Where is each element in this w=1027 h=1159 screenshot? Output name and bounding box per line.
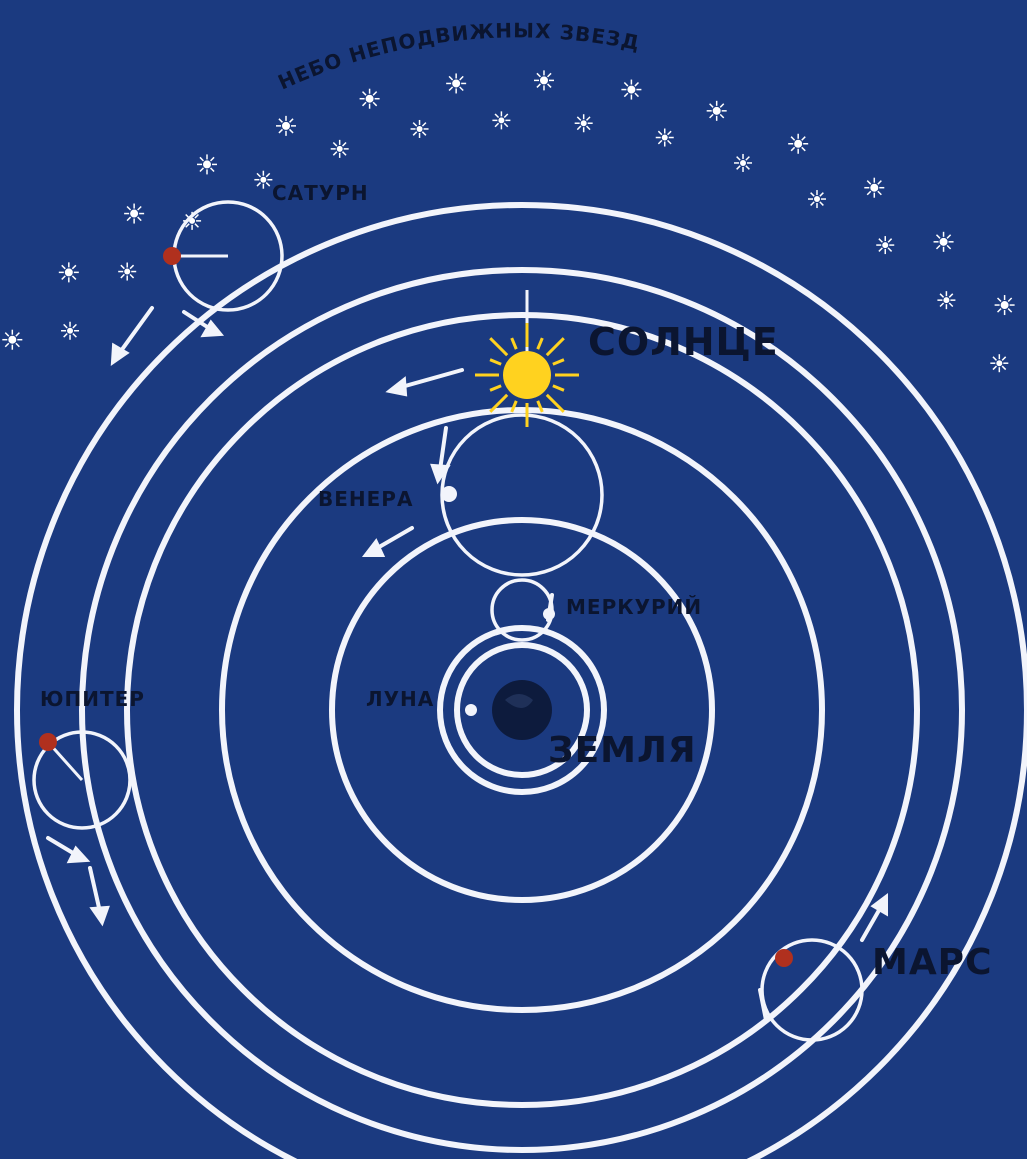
star-icon: [410, 119, 429, 138]
arrow-mars-epicycle-path: [758, 988, 768, 1022]
arrow-head-icon: [66, 845, 91, 864]
star-icon: [937, 291, 956, 310]
star-icon: [492, 111, 511, 130]
star-icon: [621, 79, 642, 100]
mars-orbit: [124, 312, 920, 1108]
mercury-label: МЕРКУРИЙ: [566, 595, 702, 619]
moon-marker: [465, 704, 477, 716]
motion-arrows: [46, 306, 888, 1022]
sun-label: СОЛНЦЕ: [588, 320, 779, 364]
saturn-marker: [163, 247, 181, 265]
mercury-orbit: [437, 625, 607, 795]
mars-marker: [775, 949, 793, 967]
arrow-head-icon: [430, 463, 451, 485]
star-icon: [359, 88, 380, 109]
sun-icon: [475, 290, 579, 427]
mars-label: МАРС: [872, 942, 993, 983]
arrow-saturn-path: [116, 306, 154, 357]
venus-label: ВЕНЕРА: [318, 487, 413, 511]
arrow-venus-lower-path: [372, 526, 414, 552]
star-icon: [2, 329, 23, 350]
star-icon: [254, 170, 273, 189]
star-icon: [118, 262, 137, 281]
arrow-sun-path: [396, 368, 464, 390]
star-icon: [864, 177, 885, 198]
star-icon: [61, 321, 80, 340]
orbit-rings: [14, 202, 1027, 1159]
star-icon: [808, 190, 826, 209]
arrow-head-icon: [200, 319, 225, 338]
fixed-stars-sphere: [2, 70, 1015, 373]
star-icon: [58, 262, 79, 283]
star-icon: [788, 133, 809, 154]
star-icon: [706, 100, 727, 121]
star-icon: [994, 295, 1015, 316]
mercury-marker: [543, 608, 555, 620]
arrow-head-icon: [870, 893, 888, 917]
jupiter-label: ЮПИТЕР: [40, 687, 145, 711]
star-icon: [655, 128, 674, 147]
moon-label: ЛУНА: [366, 687, 434, 711]
star-icon: [330, 139, 349, 158]
arrow-head-icon: [361, 538, 386, 557]
star-icon: [990, 354, 1009, 373]
star-icon: [876, 236, 895, 255]
earth-label: ЗЕМЛЯ: [548, 730, 697, 771]
arrow-venus-path: [438, 426, 448, 472]
jupiter-epicycle: [32, 730, 132, 830]
arrow-head-icon: [385, 376, 408, 397]
star-icon: [533, 70, 554, 91]
star-icon: [197, 154, 217, 175]
star-icon: [124, 203, 145, 224]
star-icon: [933, 231, 954, 252]
moon-orbit: [454, 642, 590, 778]
venus-orbit: [329, 517, 715, 903]
saturn-label: САТУРН: [272, 181, 369, 205]
star-icon: [734, 153, 753, 172]
venus-marker: [441, 486, 457, 502]
arrow-head-icon: [89, 905, 110, 927]
sun-orbit: [219, 407, 825, 1013]
star-icon: [574, 114, 593, 133]
saturn-orbit: [14, 202, 1027, 1159]
jupiter-marker: [39, 733, 57, 751]
arrow-head-icon: [110, 342, 130, 366]
arrow-jupiter-path: [88, 866, 102, 914]
jupiter-orbit: [79, 267, 965, 1153]
earth-icon: [492, 680, 552, 740]
star-icon: [275, 115, 296, 136]
star-icon: [446, 73, 467, 94]
